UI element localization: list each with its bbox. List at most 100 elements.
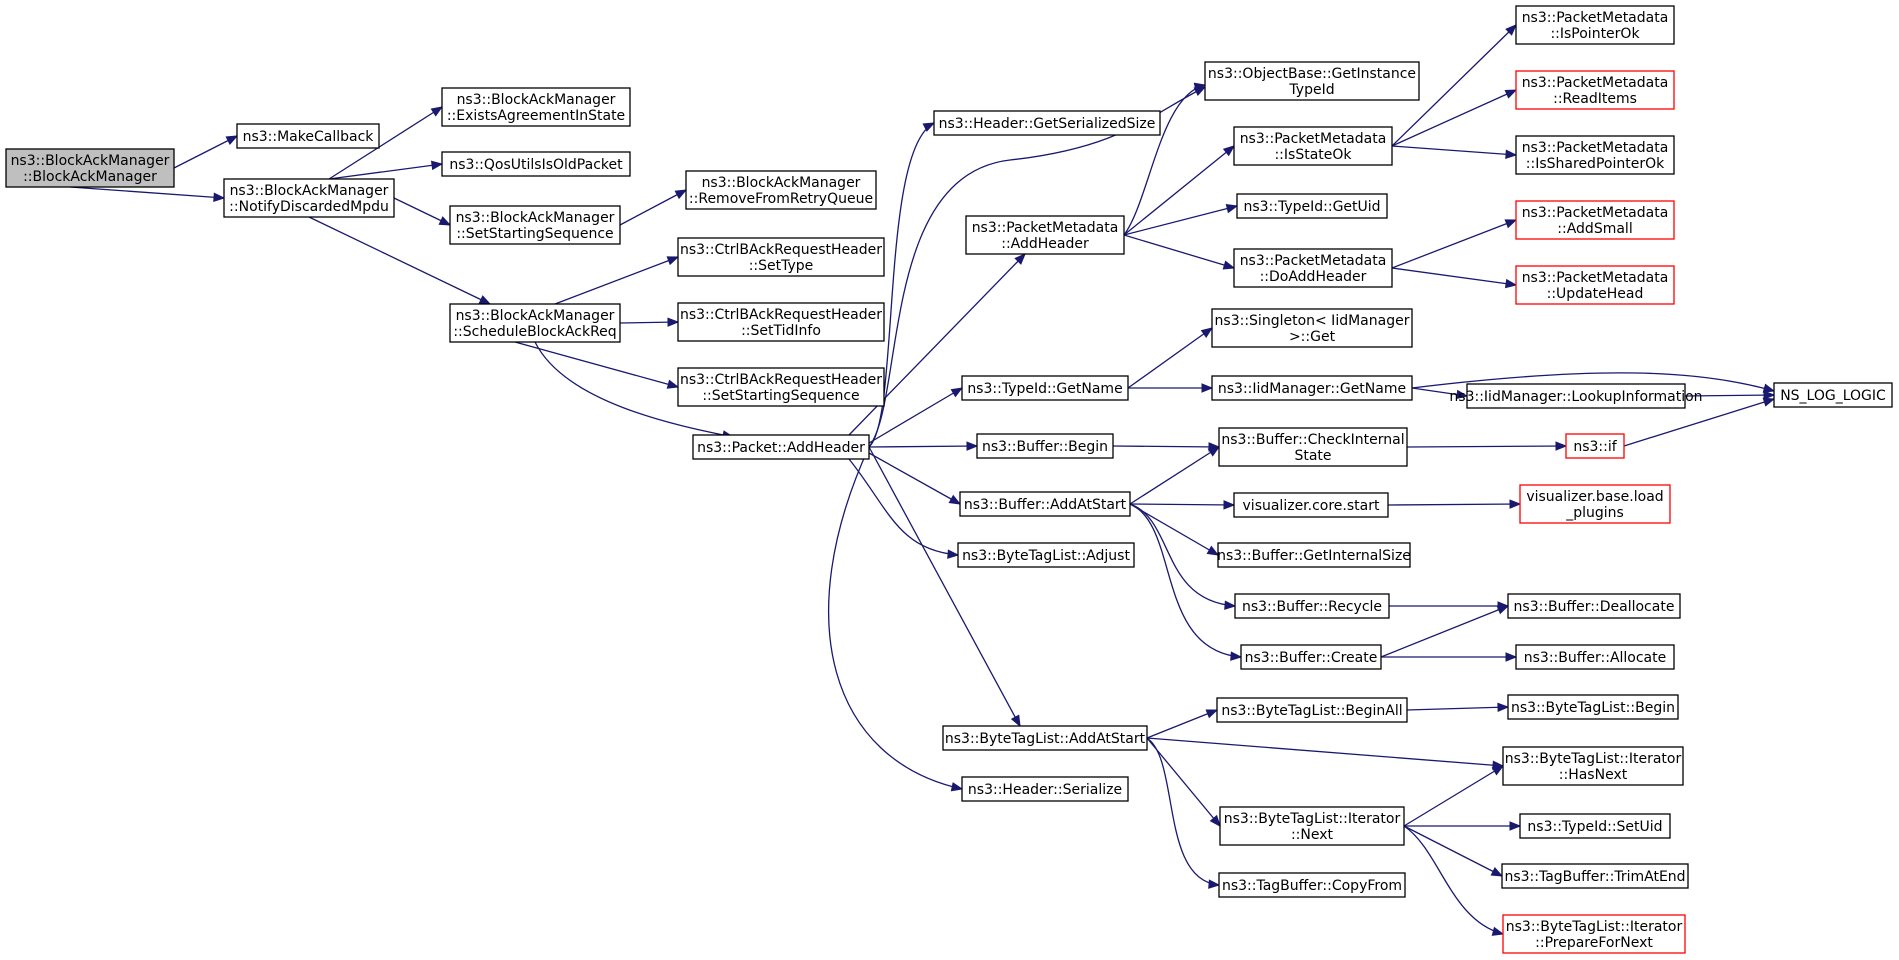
node-iid-lookup[interactable]: ns3::IidManager::LookupInformation: [1449, 383, 1703, 409]
node-buffer-add-at-start[interactable]: ns3::Buffer::AddAtStart: [959, 491, 1131, 517]
node-box[interactable]: [1515, 265, 1675, 305]
node-box[interactable]: [1234, 593, 1390, 619]
node-box[interactable]: [1515, 135, 1675, 175]
node-packet-add-header[interactable]: ns3::Packet::AddHeader: [692, 434, 870, 460]
node-box[interactable]: [1216, 697, 1408, 723]
node-ns-log-logic[interactable]: NS_LOG_LOGIC: [1773, 382, 1893, 408]
node-tagbuffer-copy[interactable]: ns3::TagBuffer::CopyFrom: [1218, 872, 1406, 898]
node-box[interactable]: [1515, 644, 1675, 670]
node-buffer-begin[interactable]: ns3::Buffer::Begin: [976, 433, 1114, 459]
node-box[interactable]: [1507, 694, 1679, 720]
node-qos-old-packet[interactable]: ns3::QosUtilsIsOldPacket: [441, 151, 631, 177]
node-btl-adjust[interactable]: ns3::ByteTagList::Adjust: [957, 542, 1135, 568]
node-box[interactable]: [1773, 382, 1893, 408]
node-ns3-if[interactable]: ns3::if: [1565, 433, 1625, 459]
node-pm-add-header[interactable]: ns3::PacketMetadata::AddHeader: [965, 215, 1125, 255]
node-box[interactable]: [942, 725, 1148, 751]
node-box[interactable]: [1240, 644, 1382, 670]
node-box[interactable]: [965, 215, 1125, 255]
node-box[interactable]: [1519, 813, 1671, 839]
node-buffer-create[interactable]: ns3::Buffer::Create: [1240, 644, 1382, 670]
node-box[interactable]: [1515, 200, 1675, 240]
node-box[interactable]: [1211, 308, 1413, 348]
node-box[interactable]: [1515, 70, 1675, 110]
node-box[interactable]: [1519, 484, 1671, 524]
node-box[interactable]: [223, 178, 395, 218]
node-box[interactable]: [1218, 427, 1408, 467]
node-box[interactable]: [236, 123, 380, 149]
node-tagbuffer-trim[interactable]: ns3::TagBuffer::TrimAtEnd: [1501, 863, 1689, 889]
node-box[interactable]: [933, 110, 1161, 136]
node-box[interactable]: [692, 434, 870, 460]
node-box[interactable]: [1515, 5, 1675, 45]
node-buffer-deallocate[interactable]: ns3::Buffer::Deallocate: [1507, 593, 1681, 619]
node-box[interactable]: [1217, 542, 1411, 568]
node-set-starting-seq[interactable]: ns3::BlockAckManager::SetStartingSequenc…: [449, 205, 621, 245]
node-box[interactable]: [976, 433, 1114, 459]
node-btl-iter-next[interactable]: ns3::ByteTagList::Iterator::Next: [1219, 806, 1405, 846]
node-typeid-getuid[interactable]: ns3::TypeId::GetUid: [1236, 193, 1388, 219]
node-box[interactable]: [961, 375, 1129, 401]
node-box[interactable]: [685, 170, 877, 210]
node-box[interactable]: [1233, 248, 1393, 288]
node-pm-add-small[interactable]: ns3::PacketMetadata::AddSmall: [1515, 200, 1675, 240]
node-box[interactable]: [677, 367, 885, 407]
node-btl-begin[interactable]: ns3::ByteTagList::Begin: [1507, 694, 1679, 720]
node-vis-core-start[interactable]: visualizer.core.start: [1233, 492, 1389, 518]
node-box[interactable]: [1466, 383, 1686, 409]
node-make-callback[interactable]: ns3::MakeCallback: [236, 123, 380, 149]
node-box[interactable]: [677, 237, 885, 277]
node-typeid-getname[interactable]: ns3::TypeId::GetName: [961, 375, 1129, 401]
node-singleton-get[interactable]: ns3::Singleton< IidManager>::Get: [1211, 308, 1413, 348]
node-box[interactable]: [677, 302, 885, 342]
node-typeid-setuid[interactable]: ns3::TypeId::SetUid: [1519, 813, 1671, 839]
node-btl-iter-has-next[interactable]: ns3::ByteTagList::Iterator::HasNext: [1502, 746, 1684, 786]
node-box[interactable]: [959, 491, 1131, 517]
node-box[interactable]: [1502, 914, 1686, 954]
node-pm-do-add-header[interactable]: ns3::PacketMetadata::DoAddHeader: [1233, 248, 1393, 288]
node-btl-begin-all[interactable]: ns3::ByteTagList::BeginAll: [1216, 697, 1408, 723]
node-btl-iter-prepare[interactable]: ns3::ByteTagList::Iterator::PrepareForNe…: [1502, 914, 1686, 954]
node-btl-add-at-start[interactable]: ns3::ByteTagList::AddAtStart: [942, 725, 1148, 751]
node-bar-set-type[interactable]: ns3::CtrlBAckRequestHeader::SetType: [677, 237, 885, 277]
node-pm-read-items[interactable]: ns3::PacketMetadata::ReadItems: [1515, 70, 1675, 110]
node-pm-update-head[interactable]: ns3::PacketMetadata::UpdateHead: [1515, 265, 1675, 305]
node-box[interactable]: [1218, 872, 1406, 898]
node-box[interactable]: [1233, 492, 1389, 518]
node-box[interactable]: [1565, 433, 1625, 459]
node-box[interactable]: [449, 303, 621, 343]
node-root[interactable]: ns3::BlockAckManager::BlockAckManager: [5, 148, 175, 188]
node-box[interactable]: [1501, 863, 1689, 889]
node-pm-is-state-ok[interactable]: ns3::PacketMetadata::IsStateOk: [1233, 126, 1393, 166]
node-box[interactable]: [1204, 61, 1420, 101]
node-schedule-bar[interactable]: ns3::BlockAckManager::ScheduleBlockAckRe…: [449, 303, 621, 343]
node-box[interactable]: [961, 776, 1129, 802]
node-remove-retry[interactable]: ns3::BlockAckManager::RemoveFromRetryQue…: [685, 170, 877, 210]
node-box[interactable]: [5, 148, 175, 188]
node-box[interactable]: [1219, 806, 1405, 846]
node-header-serialized-size[interactable]: ns3::Header::GetSerializedSize: [933, 110, 1161, 136]
node-box[interactable]: [441, 151, 631, 177]
node-pm-is-pointer-ok[interactable]: ns3::PacketMetadata::IsPointerOk: [1515, 5, 1675, 45]
node-buffer-recycle[interactable]: ns3::Buffer::Recycle: [1234, 593, 1390, 619]
node-bar-set-tid[interactable]: ns3::CtrlBAckRequestHeader::SetTidInfo: [677, 302, 885, 342]
node-notify-discarded[interactable]: ns3::BlockAckManager::NotifyDiscardedMpd…: [223, 178, 395, 218]
node-box[interactable]: [1507, 593, 1681, 619]
node-iid-getname[interactable]: ns3::IidManager::GetName: [1211, 375, 1413, 401]
node-box[interactable]: [957, 542, 1135, 568]
node-exists-agreement[interactable]: ns3::BlockAckManager::ExistsAgreementInS…: [441, 87, 631, 127]
node-buffer-get-internal-size[interactable]: ns3::Buffer::GetInternalSize: [1217, 542, 1411, 568]
node-box[interactable]: [1233, 126, 1393, 166]
node-box[interactable]: [1502, 746, 1684, 786]
node-header-serialize[interactable]: ns3::Header::Serialize: [961, 776, 1129, 802]
node-box[interactable]: [1211, 375, 1413, 401]
node-vis-load-plugins[interactable]: visualizer.base.load_plugins: [1519, 484, 1671, 524]
node-buffer-allocate[interactable]: ns3::Buffer::Allocate: [1515, 644, 1675, 670]
node-pm-is-shared-ok[interactable]: ns3::PacketMetadata::IsSharedPointerOk: [1515, 135, 1675, 175]
node-box[interactable]: [441, 87, 631, 127]
node-bar-set-seq[interactable]: ns3::CtrlBAckRequestHeader::SetStartingS…: [677, 367, 885, 407]
node-box[interactable]: [1236, 193, 1388, 219]
node-box[interactable]: [449, 205, 621, 245]
